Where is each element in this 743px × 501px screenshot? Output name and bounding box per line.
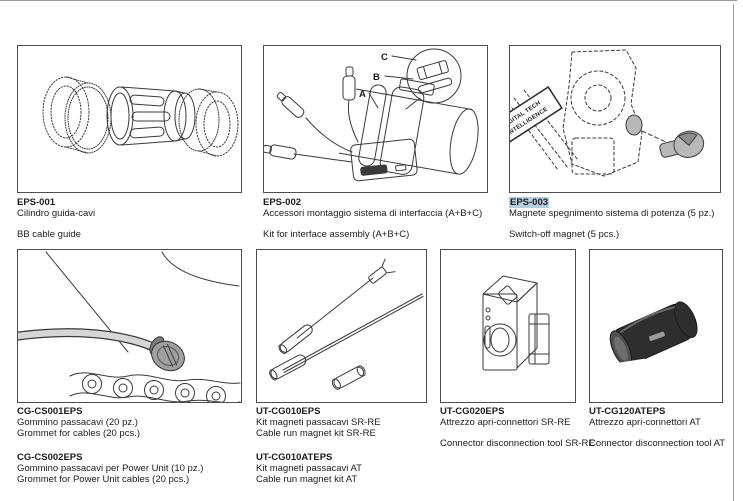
interface-unit-drawing: C B A <box>264 48 479 182</box>
product-desc-en: Kit for interface assembly (A+B+C) <box>263 229 410 240</box>
product-desc-it: Gommino passacavi per Power Unit (10 pz.… <box>17 463 204 474</box>
caption-eps-003: EPS-003 Magnete spegnimento sistema di p… <box>509 197 714 240</box>
product-desc-en: Cable run magnet kit SR-RE <box>256 428 376 439</box>
callout-label-c: C <box>381 52 388 63</box>
caption-cg-cs001eps: CG-CS001EPS Gommino passacavi (20 pz.) G… <box>17 406 203 485</box>
page-frame-right-line <box>733 4 734 501</box>
product-code-selected[interactable]: EPS-003 <box>509 197 550 208</box>
product-desc-it: Cilindro guida-cavi <box>17 208 96 219</box>
caption-ut-cg120ateps: UT-CG120ATEPS Attrezzo apri-connettori A… <box>589 406 725 449</box>
product-desc-en: Cable run magnet kit AT <box>256 474 358 485</box>
cable-grommet-drawing <box>18 251 241 402</box>
product-desc-en: Grommet for cables (20 pcs.) <box>17 428 141 439</box>
caption-eps-002: EPS-002 Accessori montaggio sistema di i… <box>263 197 482 240</box>
switch-off-magnet-drawing: DIGITAL TECH INTELLIGENCE <box>510 49 705 177</box>
product-desc-en: Connector disconnection tool SR-RE <box>440 438 595 449</box>
product-box-ut-cg120ateps <box>589 249 723 403</box>
product-code: UT-CG010ATEPS <box>256 452 333 463</box>
page-frame-top-line <box>0 0 737 1</box>
product-desc-it: Kit magneti passacavi AT <box>256 463 362 474</box>
product-code: EPS-002 <box>263 197 302 208</box>
product-desc-it: Attrezzo apri-connettori AT <box>589 417 701 428</box>
callout-label-b: B <box>373 72 380 83</box>
product-code: EPS-001 <box>17 197 56 208</box>
product-code: UT-CG120ATEPS <box>589 406 666 417</box>
product-box-ut-cg020eps <box>440 249 576 403</box>
product-code: CG-CS001EPS <box>17 406 83 417</box>
caption-ut-cg020eps: UT-CG020EPS Attrezzo apri-connettori SR-… <box>440 406 595 449</box>
cable-run-magnets-drawing <box>269 258 424 390</box>
product-code: UT-CG020EPS <box>440 406 505 417</box>
connector-tool-sr-re-drawing <box>482 275 550 371</box>
product-desc-it: Magnete spegnimento sistema di potenza (… <box>509 208 715 219</box>
product-code: CG-CS002EPS <box>17 452 83 463</box>
product-box-eps-003: DIGITAL TECH INTELLIGENCE <box>509 45 721 193</box>
product-desc-en: Switch-off magnet (5 pcs.) <box>509 229 620 240</box>
product-desc-it: Accessori montaggio sistema di interfacc… <box>263 208 483 219</box>
digital-tech-flag: DIGITAL TECH INTELLIGENCE <box>510 86 563 144</box>
product-desc-it: Gommino passacavi (20 pz.) <box>17 417 138 428</box>
caption-ut-cg010eps: UT-CG010EPS Kit magneti passacavi SR-RE … <box>256 406 381 485</box>
product-desc-en: Grommet for Power Unit cables (20 pcs.) <box>17 474 190 485</box>
product-box-eps-002: C B A <box>263 45 488 193</box>
product-box-eps-001 <box>17 45 242 193</box>
product-desc-en: BB cable guide <box>17 229 81 240</box>
callout-label-a: A <box>359 89 366 100</box>
product-code: UT-CG010EPS <box>256 406 321 417</box>
product-box-ut-cg010eps <box>256 249 427 403</box>
connector-tool-at-drawing <box>609 301 698 371</box>
caption-eps-001: EPS-001 Cilindro guida-cavi BB cable gui… <box>17 197 95 240</box>
bb-cable-guide-drawing <box>42 76 239 157</box>
product-box-cg-cs001eps <box>17 249 242 403</box>
product-desc-it: Kit magneti passacavi SR-RE <box>256 417 381 428</box>
product-desc-it: Attrezzo apri-connettori SR-RE <box>440 417 571 428</box>
product-desc-en: Connector disconnection tool AT <box>589 438 726 449</box>
